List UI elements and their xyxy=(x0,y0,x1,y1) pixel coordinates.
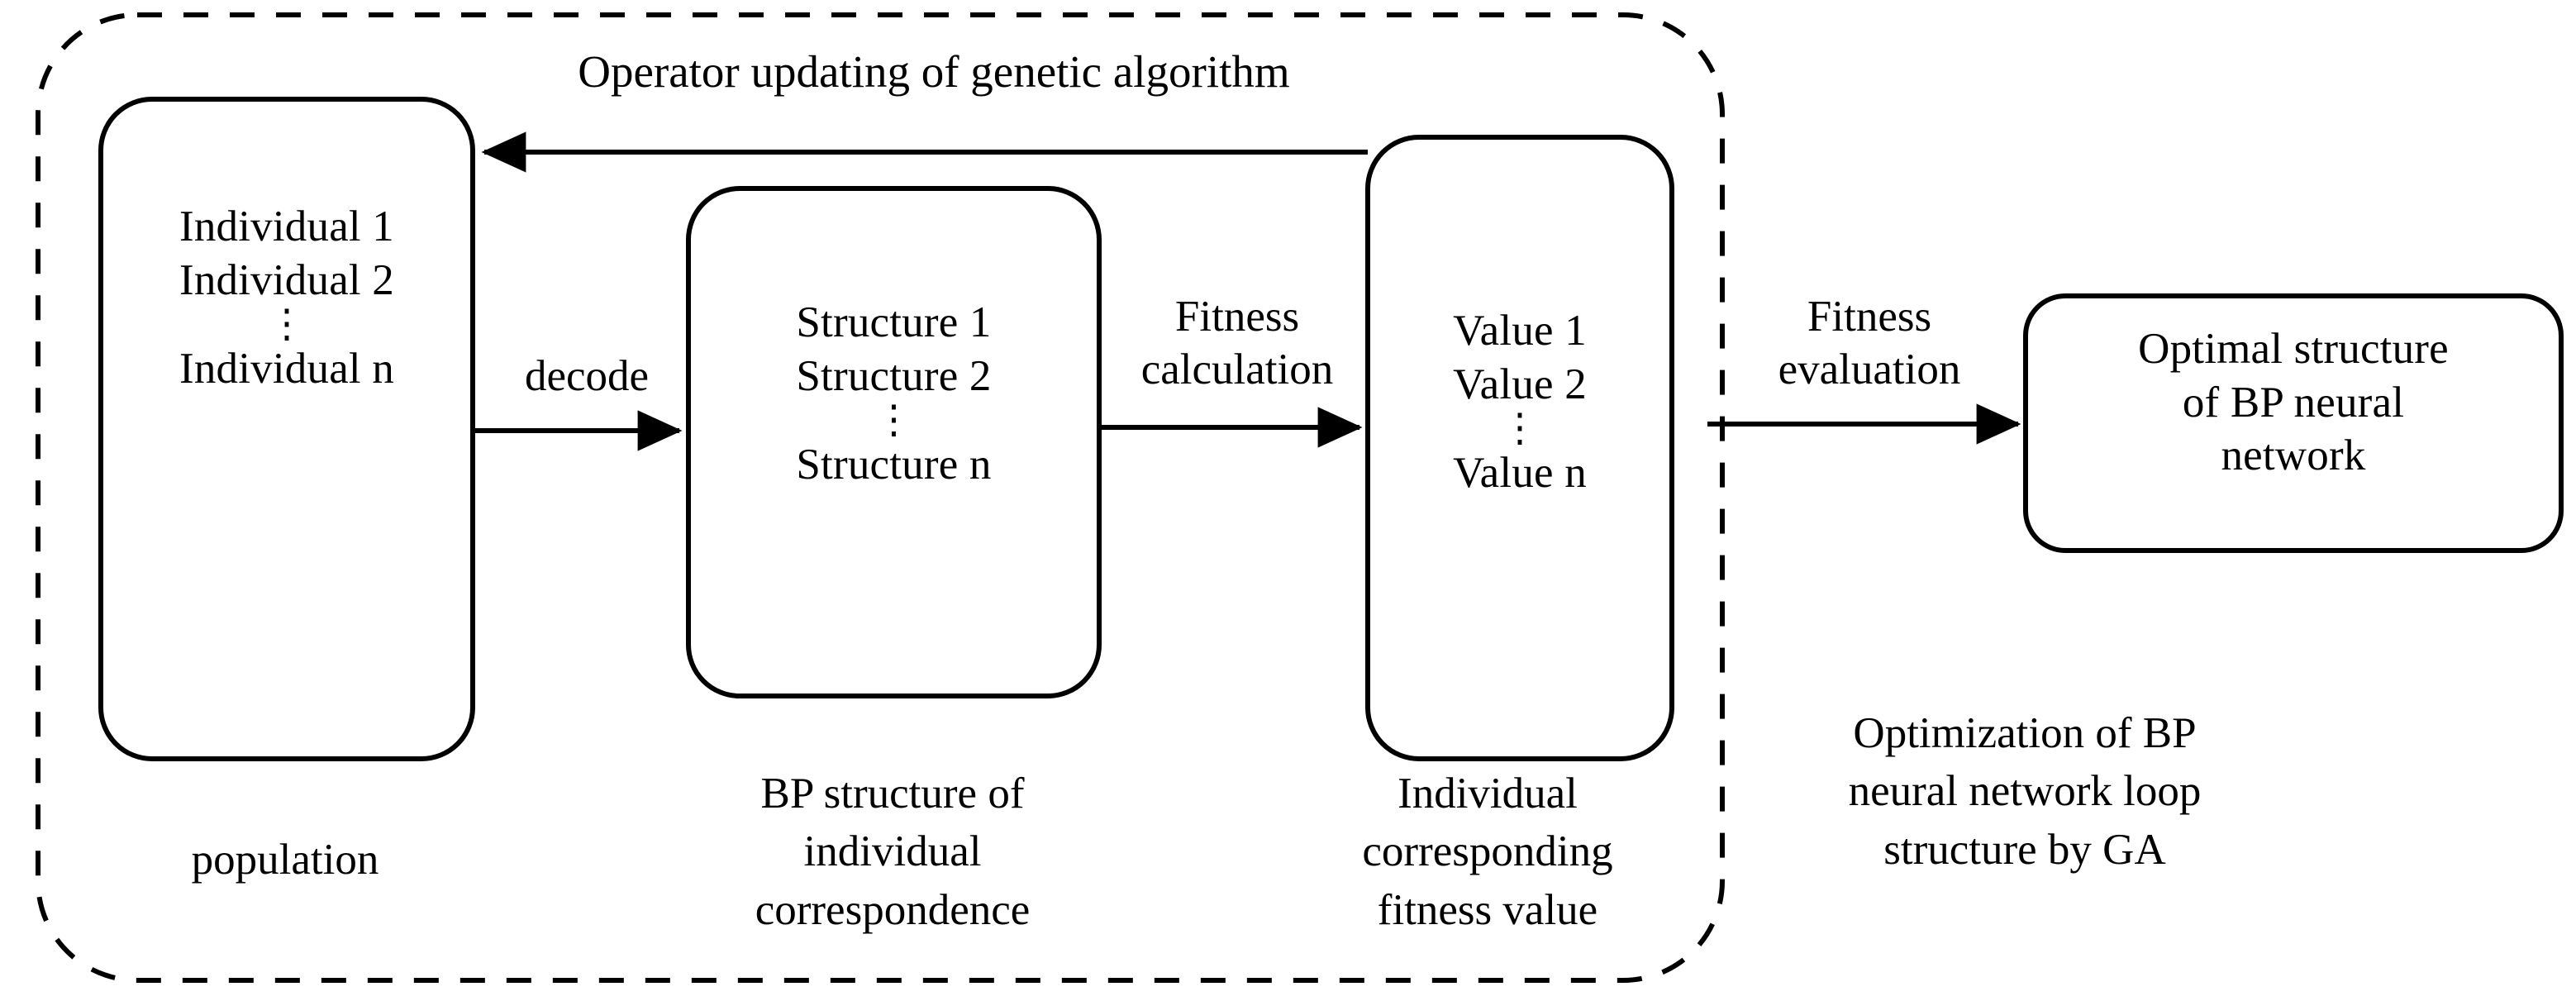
fitness-calculation-line-2: calculation xyxy=(1140,345,1334,393)
value-ellipsis: ⋮ xyxy=(1500,407,1540,450)
structure-caption-line-1: BP structure of xyxy=(760,770,1025,817)
optimal-structure-box-content: Optimal structure of BP neural network xyxy=(2034,322,2553,483)
population-line-2: Individual 2 xyxy=(179,255,394,304)
optimal-structure-box-outline xyxy=(2023,293,2564,553)
fitness-evaluation-line-2: evaluation xyxy=(1778,345,1961,393)
population-caption: population xyxy=(91,831,479,889)
population-line-n: Individual n xyxy=(179,344,394,393)
structure-line-n: Structure n xyxy=(796,440,992,489)
decode-label-line-1: decode xyxy=(524,352,650,400)
structure-box-content: Structure 1 Structure 2 ⋮ Structure n xyxy=(698,296,1089,491)
value-line-1: Value 1 xyxy=(1453,307,1587,355)
population-caption-line-1: population xyxy=(191,836,379,884)
fitness-evaluation-edge-label: Fitness evaluation xyxy=(1721,291,2018,396)
dashed-region-caption-line-2: neural network loop xyxy=(1848,767,2202,816)
structure-line-2: Structure 2 xyxy=(796,351,992,400)
structure-caption-line-2: individual xyxy=(803,827,982,876)
dashed-region-caption-line-3: structure by GA xyxy=(1883,825,2166,874)
population-line-1: Individual 1 xyxy=(179,203,394,250)
structure-line-1: Structure 1 xyxy=(796,298,992,346)
value-caption-line-2: corresponding xyxy=(1362,827,1613,876)
population-box-outline xyxy=(98,97,475,761)
dashed-region-caption-line-1: Optimization of BP xyxy=(1853,709,2197,757)
population-ellipsis: ⋮ xyxy=(267,303,307,346)
structure-box-outline xyxy=(686,186,1102,698)
value-caption-line-3: fitness value xyxy=(1377,885,1598,934)
dashed-region-outline xyxy=(36,12,1725,983)
fitness-calculation-edge-label: Fitness calculation xyxy=(1101,291,1374,396)
loop-title: Operator updating of genetic algorithm xyxy=(578,46,1290,97)
optimal-line-2: of BP neural xyxy=(2182,378,2405,427)
value-caption: Individual corresponding fitness value xyxy=(1273,765,1702,939)
optimal-line-1: Optimal structure xyxy=(2138,325,2449,373)
fitness-calculation-line-1: Fitness xyxy=(1174,293,1300,341)
structure-ellipsis: ⋮ xyxy=(874,398,913,442)
value-caption-line-1: Individual xyxy=(1398,770,1578,817)
value-box-content: Value 1 Value 2 ⋮ Value n xyxy=(1374,304,1665,499)
decode-edge-label: decode xyxy=(483,350,691,403)
structure-caption: BP structure of individual correspondenc… xyxy=(653,765,1132,939)
structure-caption-line-3: correspondence xyxy=(755,885,1031,934)
fitness-evaluation-line-1: Fitness xyxy=(1807,293,1932,341)
value-box-outline xyxy=(1365,135,1674,761)
optimal-line-3: network xyxy=(2221,431,2366,480)
population-box-content: Individual 1 Individual 2 ⋮ Individual n xyxy=(116,200,458,395)
value-line-n: Value n xyxy=(1453,448,1587,497)
dashed-region-caption: Optimization of BP neural network loop s… xyxy=(1736,704,2314,879)
value-line-2: Value 2 xyxy=(1453,360,1587,408)
